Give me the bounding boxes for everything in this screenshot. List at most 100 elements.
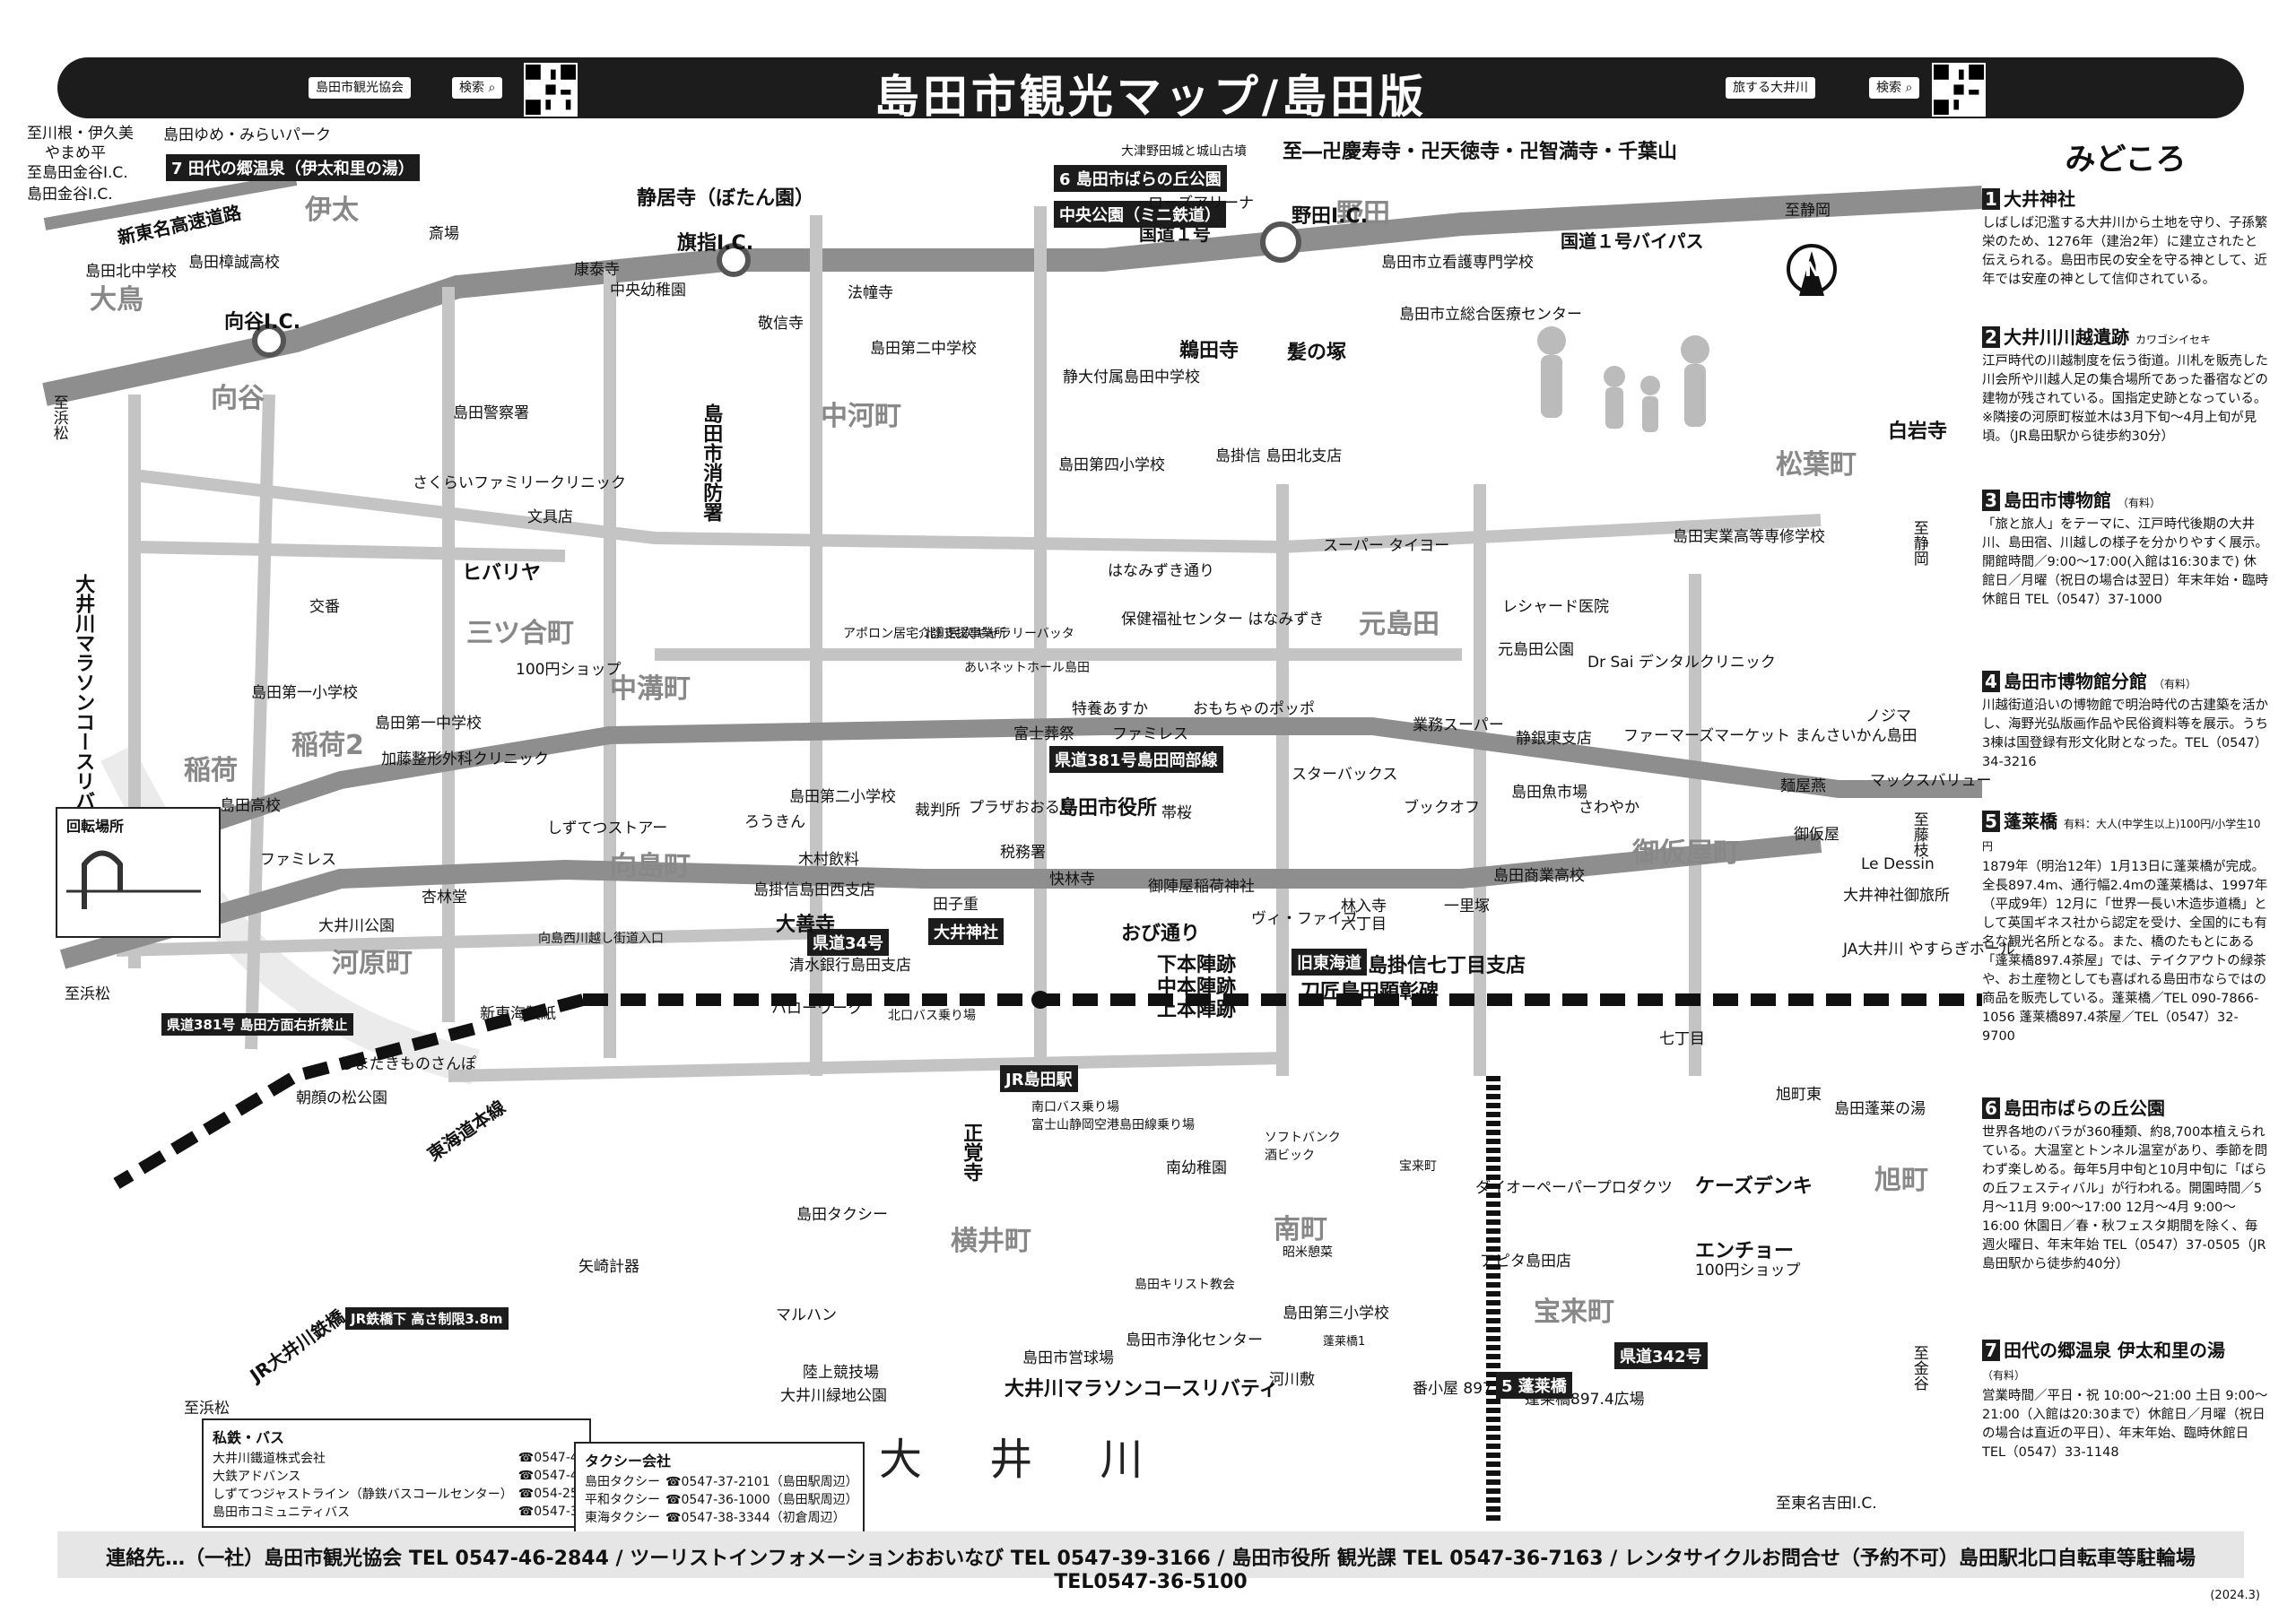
place-bungu: 文具店: [527, 508, 573, 526]
dir-top-left-3: 至島田金谷I.C.: [27, 164, 128, 182]
place-shimakakeshin-nishi: 島掛信島田西支店: [753, 881, 875, 899]
district-inari: 稲荷: [184, 755, 238, 786]
place-daini-jhs: 島田第二中学校: [870, 340, 977, 358]
sidebar-title-wrap: みどころ: [1982, 134, 2269, 179]
place-medical-center: 島田市立総合医療センター: [1399, 306, 1582, 324]
place-fuji-sosai: 富士葬祭: [1013, 725, 1074, 743]
place-tagoju: 田子重: [933, 896, 978, 914]
dir-left-hamamatsu-1: 至浜松: [49, 395, 68, 440]
place-shomai: 昭米憩菜: [1283, 1245, 1333, 1260]
place-city-hall: 島田市役所: [1058, 797, 1158, 820]
ic-mukoya: 向谷I.C.: [224, 311, 301, 334]
place-shin-tokai-paper: 新東海製紙: [480, 1005, 556, 1023]
place-chuo-yochien: 中央幼稚園: [610, 282, 686, 299]
hatasashi-ic: [717, 243, 751, 277]
page-title: 島田市観光マップ/島田版: [874, 71, 1428, 123]
place-ooigawa-park: 大井川公園: [318, 917, 395, 935]
district-kawaramachi: 河原町: [332, 948, 413, 979]
legend-row: 島田タクシー☎0547-37-2101（島田駅周辺）: [585, 1475, 858, 1489]
qr-code-icon: [524, 63, 578, 117]
legend-taxi-title: タクシー会社: [585, 1453, 672, 1470]
place-minami-yochien: 南幼稚園: [1166, 1159, 1227, 1177]
place-kato-clinic: 加藤整形外科クリニック: [381, 750, 549, 768]
place-daio-paper: ダイオーペーパープロダクツ: [1475, 1179, 1673, 1197]
place-hanamizuki-dori: はなみずき通り: [1108, 562, 1214, 580]
legend-row: 東海タクシー☎0547-38-3344（初倉周辺）: [585, 1511, 846, 1525]
place-otabisho: 大井神社御旅所: [1843, 887, 1950, 905]
place-horaibashi: 5 蓬莱橋: [1496, 1372, 1572, 1399]
dir-bottom-expressway: 至東名吉田I.C.: [1776, 1495, 1877, 1513]
place-stadium: 島田市営球場: [1022, 1349, 1114, 1367]
family-illustration: [1537, 326, 1709, 432]
place-ichirizuka: 一里塚: [1444, 898, 1490, 915]
legend-row: 島田市コミュニティバス☎0547-36-7144: [213, 1505, 623, 1520]
place-asagao-matsu: 朝顔の松公園: [296, 1089, 387, 1107]
place-100yen-2: 100円ショップ: [1695, 1262, 1801, 1279]
place-token-monument: 刀匠島田顕彰碑: [1300, 981, 1439, 1003]
place-asahicho-higashi: 旭町東: [1776, 1086, 1822, 1104]
place-obi-dori: おび通り: [1121, 923, 1201, 945]
shimada-station-marker: [1031, 991, 1049, 1009]
place-encho: エンチョー: [1695, 1240, 1795, 1262]
district-ita: 伊太: [305, 195, 359, 226]
place-joukyoji: 静居寺（ぼたん園）: [637, 187, 815, 210]
turn-place-diagram: [66, 850, 201, 909]
place-menya-tsubame: 麺屋燕: [1780, 777, 1826, 795]
place-horaicho-mark: 宝来町: [1399, 1159, 1437, 1174]
place-drsai: Dr Sai デンタルクリニック: [1587, 654, 1776, 672]
place-bookoff: ブックオフ: [1404, 799, 1480, 817]
place-yazaki: 矢崎計器: [578, 1258, 639, 1276]
place-rose-arena: ローズアリーナ: [1148, 195, 1255, 213]
place-daisan-es: 島田第三小学校: [1283, 1305, 1389, 1323]
place-ryokuchi-park: 大井川緑地公園: [780, 1387, 887, 1405]
place-sake-big: 酒ビック: [1265, 1149, 1315, 1163]
place-ooi-jinja: 大井神社: [928, 918, 1004, 945]
place-gallery: 北川民次ギャラリーバッタ: [924, 627, 1074, 641]
right-search-box[interactable]: 旅する大井川: [1726, 77, 1815, 99]
place-ja-hall: JA大井川 やすらぎホール: [1843, 941, 2015, 958]
ic-hatasashi: 旗指I.C.: [677, 232, 754, 255]
place-shizugin-higashi: 静銀東支店: [1516, 730, 1592, 748]
place-gyomu-super: 業務スーパー: [1413, 716, 1504, 734]
turn-place-title: 回転場所: [66, 818, 125, 835]
place-airport-bus: 富士山静岡空港島田線乗り場: [1031, 1118, 1195, 1132]
dir-left-hamamatsu-2: 至浜松: [65, 985, 110, 1003]
place-zeimusho: 税務署: [1000, 844, 1046, 862]
legend-row: しずてつジャストライン（静鉄バスコールセンター）☎054-252-0505: [213, 1487, 623, 1502]
left-search-box[interactable]: 島田市観光協会: [309, 77, 411, 99]
dir-right-shizuoka: 至静岡: [1909, 520, 1928, 566]
legend-rail-bus: 私鉄・バス 大井川鐵道株式会社☎0547-45-4112 大鉄アドバンス☎054…: [202, 1418, 622, 1528]
svg-text:N: N: [1805, 259, 1821, 282]
route-kendo381: 県道381号島田岡部線: [1049, 746, 1223, 773]
place-jouka-center: 島田市浄化センター: [1126, 1331, 1263, 1349]
place-nojima: ノジマ: [1866, 707, 1911, 725]
river-bank: [27, 1026, 1982, 1542]
place-motoshimada-park: 元島田公園: [1498, 641, 1574, 659]
place-sawayaka: さわやか: [1578, 799, 1639, 817]
edition-date: (2024.3): [2210, 1589, 2260, 1602]
dir-left-hamamatsu-3: 至浜松: [184, 1400, 230, 1418]
place-jr-shimada-station[interactable]: JR島田駅: [1000, 1065, 1078, 1092]
dir-top-left-2: やまめ平: [45, 144, 106, 162]
place-north-bus: 北口バス乗り場: [888, 1009, 976, 1023]
place-obizakura: 帯桜: [1161, 804, 1192, 822]
place-kimura-inryo: 木村飲料: [798, 851, 859, 869]
place-otsu-noda-castle: 大津野田城と城山古墳: [1121, 144, 1247, 159]
place-shimakakeshin-kita: 島掛信 島田北支店: [1215, 447, 1343, 465]
place-plaza-ooruri: プラザおおるり: [969, 799, 1075, 817]
place-kaminozuka: 髪の塚: [1287, 342, 1347, 364]
place-kasenjiki: 河川敷: [1269, 1371, 1315, 1389]
district-asahicho: 旭町: [1874, 1165, 1928, 1196]
place-koban-1: 交番: [309, 598, 340, 616]
place-udaji: 鵜田寺: [1179, 340, 1239, 362]
route-kendo34: 県道34号: [807, 929, 890, 956]
right-search-button[interactable]: 検索 ⌕: [1869, 77, 1920, 99]
district-mukojima: 向島町: [610, 851, 691, 882]
place-apita: アピタ島田店: [1480, 1253, 1571, 1271]
place-chuo-park: 中央公園（ミニ鉄道）: [1054, 201, 1226, 228]
route-kokudo1: 国道１号: [1139, 223, 1211, 245]
left-search-button[interactable]: 検索 ⌕: [452, 77, 503, 99]
